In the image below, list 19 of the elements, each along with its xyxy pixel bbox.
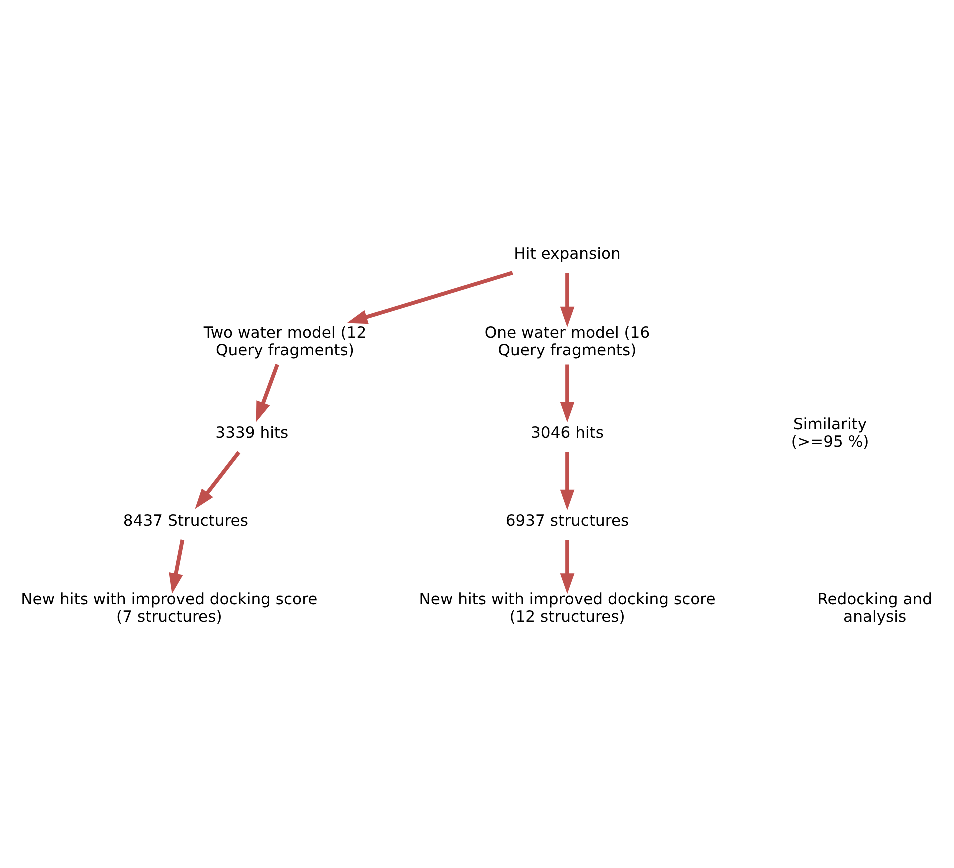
node-text: Two water model (12 Query fragments) [204,323,367,359]
node-text: One water model (16 Query fragments) [484,323,650,359]
node-text: New hits with improved docking score (7 structures) [21,590,318,626]
arrow [560,272,575,327]
node-text: 6937 structures [506,511,630,530]
label: Similarity (>=95 %) [791,414,870,450]
arrow [560,540,575,594]
node-text: 3339 hits [216,424,289,442]
node-text: Hit expansion [514,244,621,263]
arrow [560,364,575,422]
label: Redocking and analysis [818,590,933,626]
node-text: 8437 Structures [123,511,249,530]
arrow [560,452,575,510]
node-text: 3046 hits [531,424,604,442]
arrow [256,364,280,422]
arrow [169,539,185,594]
node-text: New hits with improved docking score (12 structures) [419,590,716,626]
arrow [347,270,514,324]
arrow [195,450,241,509]
